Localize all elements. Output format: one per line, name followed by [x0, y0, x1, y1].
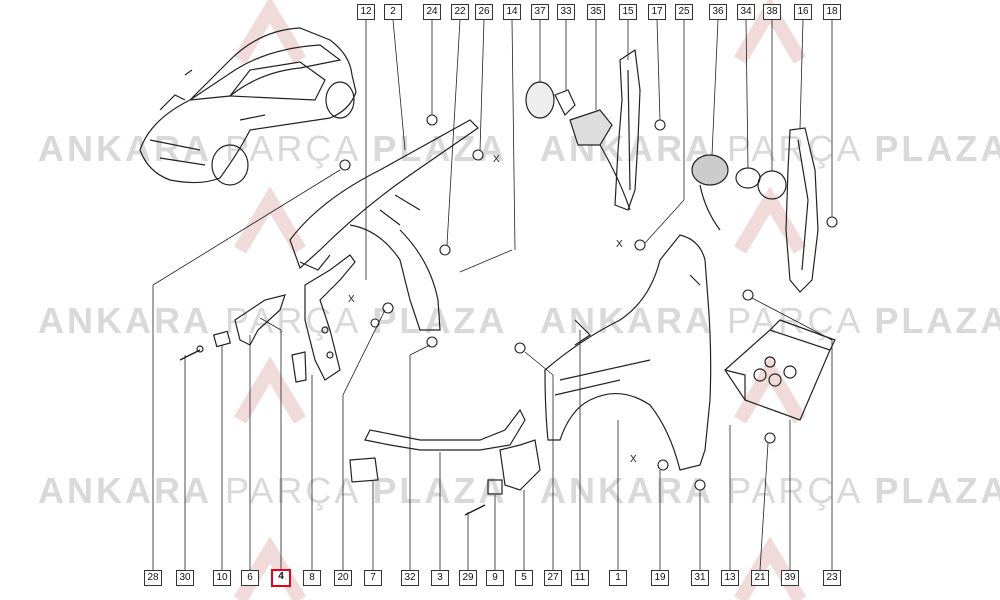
callout-top-10[interactable]: 15: [619, 4, 637, 20]
callout-bottom-7[interactable]: 20: [334, 570, 352, 586]
bolts: [339, 114, 838, 491]
x-mark: X: [493, 154, 500, 165]
callout-bottom-16[interactable]: 1: [609, 570, 627, 586]
callout-top-15[interactable]: 38: [763, 4, 781, 20]
callout-top-5[interactable]: 26: [475, 4, 493, 20]
bottom-leader-lines: [152, 169, 833, 571]
callout-bottom-21[interactable]: 39: [781, 570, 799, 586]
small-brackets: [179, 294, 307, 383]
trim-strip: [614, 48, 641, 211]
callout-top-12[interactable]: 25: [675, 4, 693, 20]
callout-top-11[interactable]: 17: [648, 4, 666, 20]
main-fender: [544, 234, 712, 471]
callout-bottom-4[interactable]: 6: [241, 570, 259, 586]
fuel-flap-parts: [525, 81, 787, 231]
top-leader-lines: [365, 19, 833, 280]
callout-top-4[interactable]: 22: [451, 4, 469, 20]
callout-top-13[interactable]: 36: [709, 4, 727, 20]
callout-bottom-1[interactable]: 28: [144, 570, 162, 586]
callout-bottom-3[interactable]: 10: [213, 570, 231, 586]
callout-bottom-8[interactable]: 7: [364, 570, 382, 586]
inner-bracket: [304, 254, 356, 381]
callout-top-6[interactable]: 14: [503, 4, 521, 20]
callout-top-9[interactable]: 35: [587, 4, 605, 20]
callout-top-17[interactable]: 18: [823, 4, 841, 20]
callout-bottom-17[interactable]: 19: [651, 570, 669, 586]
watermark-row-2: ANKARA PARÇA PLAZA: [38, 300, 508, 341]
callout-top-16[interactable]: 16: [794, 4, 812, 20]
callout-bottom-6[interactable]: 8: [303, 570, 321, 586]
callout-top-7[interactable]: 37: [531, 4, 549, 20]
callout-bottom-11[interactable]: 29: [459, 570, 477, 586]
car-outline: [139, 27, 357, 186]
watermark-row-3b: ANKARA PARÇA PLAZA: [540, 470, 1000, 511]
callout-bottom-13[interactable]: 5: [515, 570, 533, 586]
callout-bottom-12[interactable]: 9: [486, 570, 504, 586]
watermark-logos: [233, 0, 807, 600]
callout-top-1[interactable]: 12: [357, 4, 375, 20]
callout-bottom-22[interactable]: 23: [823, 570, 841, 586]
callout-bottom-15[interactable]: 11: [571, 570, 589, 586]
callout-bottom-14[interactable]: 27: [544, 570, 562, 586]
callout-bottom-18[interactable]: 31: [691, 570, 709, 586]
callout-bottom-10[interactable]: 3: [431, 570, 449, 586]
x-marks: X X X X: [348, 154, 637, 465]
callout-bottom-highlighted[interactable]: 4: [271, 569, 291, 587]
watermark-row-2b: ANKARA PARÇA PLAZA: [540, 300, 1000, 341]
watermark-row-1b: ANKARA PARÇA PLAZA: [540, 128, 1000, 169]
callout-bottom-20[interactable]: 21: [751, 570, 769, 586]
x-mark: X: [630, 454, 637, 465]
x-mark: X: [348, 294, 355, 305]
callout-bottom-19[interactable]: 13: [721, 570, 739, 586]
fastener-box: [724, 319, 836, 421]
callout-top-3[interactable]: 24: [423, 4, 441, 20]
callout-bottom-2[interactable]: 30: [176, 570, 194, 586]
liner-strip: [785, 127, 819, 293]
callout-top-2[interactable]: 2: [384, 4, 402, 20]
callout-top-14[interactable]: 34: [737, 4, 755, 20]
callout-top-8[interactable]: 33: [557, 4, 575, 20]
upper-wing-bracket: [289, 119, 479, 331]
callout-bottom-9[interactable]: 32: [401, 570, 419, 586]
watermark-row-3: ANKARA PARÇA PLAZA: [38, 470, 508, 511]
x-mark: X: [616, 239, 623, 250]
lower-beam: [349, 408, 541, 516]
